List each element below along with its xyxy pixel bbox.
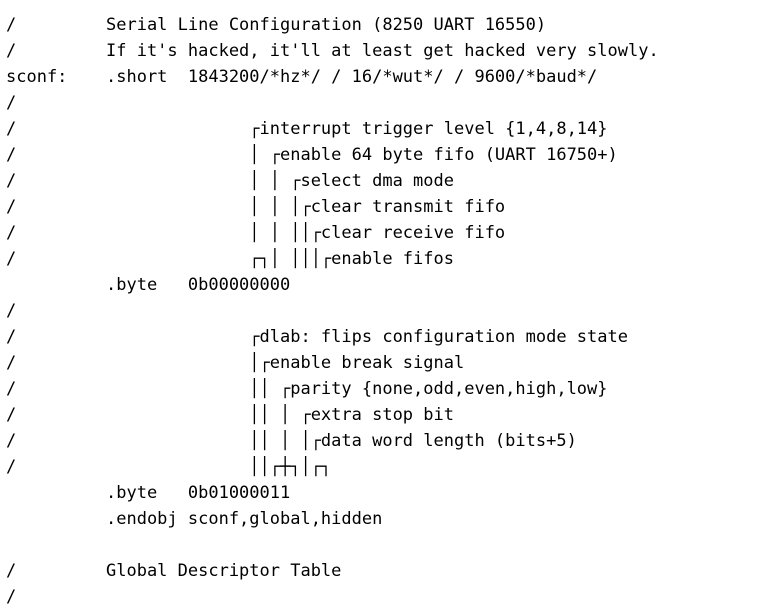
line-text: ││┌┼┐│┌┐ (106, 457, 332, 477)
line-text: ││ │ │┌data word length (bits+5) (106, 431, 577, 451)
line-label: / (6, 457, 17, 477)
line-label: sconf: (6, 67, 68, 87)
line-text: │┌enable break signal (106, 353, 465, 373)
line-text: ││ │ ┌extra stop bit (106, 405, 454, 425)
line-text: ┌┐│ │││┌enable fifos (106, 249, 454, 269)
line-label: / (6, 223, 17, 243)
line-text: .endobj sconf,global,hidden (106, 509, 383, 529)
code-line: / ││ │ │┌data word length (bits+5) (6, 428, 782, 454)
code-line: / If it's hacked, it'll at least get hack… (6, 38, 782, 64)
line-text: ┌interrupt trigger level {1,4,8,14} (106, 119, 608, 139)
code-line: .byte 0b00000000 (6, 272, 782, 298)
code-line: / │┌enable break signal (6, 350, 782, 376)
code-line: / ││┌┼┐│┌┐ (6, 454, 782, 480)
line-label: / (6, 171, 17, 191)
line-text: ││ ┌parity {none,odd,even,high,low} (106, 379, 608, 399)
line-label: / (6, 197, 17, 217)
line-text: │ │ ┌select dma mode (106, 171, 454, 191)
line-text: .byte 0b00000000 (106, 275, 291, 295)
line-text: .short 1843200/*hz*/ / 16/*wut*/ / 9600/… (106, 67, 598, 87)
code-line: / (6, 584, 782, 610)
line-label: / (6, 249, 17, 269)
line-label: / (6, 301, 17, 321)
line-text: │ │ │┌clear transmit fifo (106, 197, 506, 217)
line-label: / (6, 561, 17, 581)
line-text: ┌dlab: flips configuration mode state (106, 327, 628, 347)
line-label: / (6, 431, 17, 451)
line-text: Serial Line Configuration (8250 UART 165… (106, 15, 547, 35)
code-line: / ││ │ ┌extra stop bit (6, 402, 782, 428)
code-line: / │ │ ││┌clear receive fifo (6, 220, 782, 246)
line-label: / (6, 587, 17, 607)
line-label: / (6, 41, 17, 61)
line-label: / (6, 405, 17, 425)
code-line: / ┌┐│ │││┌enable fifos (6, 246, 782, 272)
code-line: / │ ┌enable 64 byte fifo (UART 16750+) (6, 142, 782, 168)
code-line: / (6, 298, 782, 324)
line-label: / (6, 15, 17, 35)
code-line: / Global Descriptor Table (6, 558, 782, 584)
code-line: .endobj sconf,global,hidden (6, 506, 782, 532)
code-line: / ┌interrupt trigger level {1,4,8,14} (6, 116, 782, 142)
line-text: If it's hacked, it'll at least get hacke… (106, 41, 659, 61)
line-label: / (6, 145, 17, 165)
line-label: / (6, 353, 17, 373)
code-line: / │ │ │┌clear transmit fifo (6, 194, 782, 220)
source-code-listing: / Serial Line Configuration (8250 UART 16… (6, 12, 782, 610)
code-line: sconf: .short 1843200/*hz*/ / 16/*wut*/ /… (6, 64, 782, 90)
line-label: / (6, 379, 17, 399)
line-text: Global Descriptor Table (106, 561, 342, 581)
code-line: / (6, 90, 782, 116)
code-line (6, 532, 782, 558)
line-text: │ ┌enable 64 byte fifo (UART 16750+) (106, 145, 618, 165)
line-label: / (6, 327, 17, 347)
code-line: / Serial Line Configuration (8250 UART 16… (6, 12, 782, 38)
line-text: │ │ ││┌clear receive fifo (106, 223, 506, 243)
code-line: / ┌dlab: flips configuration mode state (6, 324, 782, 350)
code-line: .byte 0b01000011 (6, 480, 782, 506)
code-line: / ││ ┌parity {none,odd,even,high,low} (6, 376, 782, 402)
line-label: / (6, 119, 17, 139)
code-line: / │ │ ┌select dma mode (6, 168, 782, 194)
line-label: / (6, 93, 17, 113)
line-text: .byte 0b01000011 (106, 483, 291, 503)
